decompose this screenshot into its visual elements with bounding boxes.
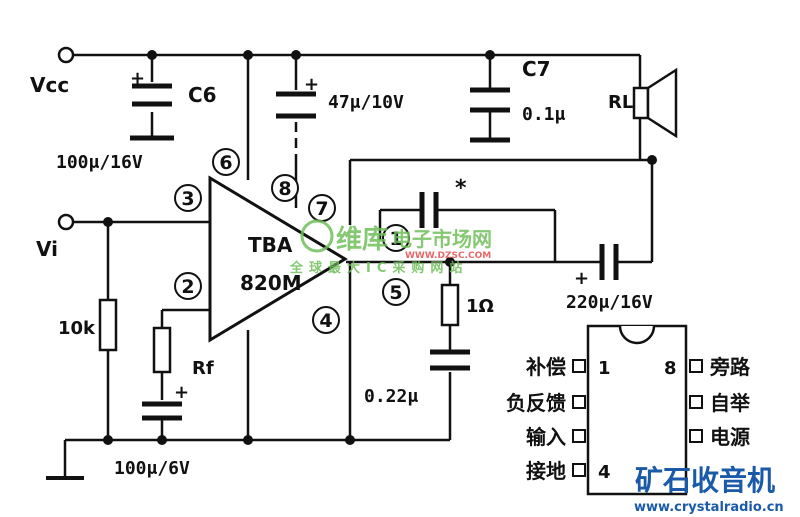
c7-name-label: C7 — [522, 57, 551, 81]
pin-numbers: 3 2 6 8 7 1 5 4 — [181, 152, 402, 332]
r10k-label: 10k — [58, 318, 96, 339]
resistor-rf — [152, 326, 172, 374]
crystalradio-watermark: 矿石收音机 www.crystalradio.cn — [634, 464, 784, 515]
pin-power-label: 电源 — [710, 425, 750, 449]
rf-cap-plus-sign: + — [174, 382, 189, 403]
dzsc-slogan: 全球最大IC采购网站 — [289, 260, 468, 276]
junction-dots — [103, 50, 657, 445]
c022-value-label: 0.22μ — [364, 386, 418, 407]
bootstrap-asterisk: * — [455, 176, 467, 201]
dip-pin1-number: 1 — [598, 358, 611, 379]
cout-value-label: 220μ/16V — [566, 292, 653, 313]
wires — [46, 53, 654, 480]
pin-compensation-label: 补偿 — [525, 355, 566, 379]
radio-url: www.crystalradio.cn — [634, 500, 784, 515]
r1ohm-label: 1Ω — [466, 296, 494, 317]
pin-6-label: 6 — [219, 152, 232, 174]
rf-cap-value-label: 100μ/6V — [114, 458, 190, 479]
pin-input-label: 输入 — [526, 425, 566, 449]
pin-circles — [174, 148, 410, 334]
vcc-terminal — [57, 46, 75, 64]
pin-bypass-label: 旁路 — [709, 355, 751, 379]
dzsc-url: WWW.DZSC.COM — [405, 251, 491, 261]
vi-terminal — [57, 213, 75, 231]
pin-4-label: 4 — [319, 310, 332, 332]
dip-pin4-number: 4 — [598, 462, 611, 483]
pin-1-label: 1 — [389, 228, 402, 250]
pin-8-label: 8 — [278, 178, 291, 200]
resistor-1ohm — [440, 283, 460, 327]
radio-brand: 矿石收音机 — [635, 464, 775, 497]
c47-plus-sign: + — [304, 74, 319, 95]
c47-value-label: 47μ/10V — [328, 92, 404, 113]
components — [130, 83, 619, 421]
pin-3-label: 3 — [181, 188, 194, 210]
pin-ground-label: 接地 — [526, 459, 566, 483]
ic-name-line2: 820M — [240, 271, 302, 295]
dzsc-brand: 维库 — [336, 224, 388, 255]
vi-label: Vi — [36, 237, 58, 261]
dip-pin8-number: 8 — [664, 358, 677, 379]
c7-value-label: 0.1μ — [522, 104, 566, 125]
speaker-icon — [632, 67, 678, 139]
resistors — [98, 283, 460, 374]
dip8-pinout: 1 8 4 补偿 负反馈 输入 接地 旁路 自举 电源 — [506, 324, 751, 496]
dzsc-name: 电子市场网 — [392, 227, 492, 251]
pin-negative-feedback-label: 负反馈 — [506, 391, 566, 415]
pin-bootstrap-label: 自举 — [710, 391, 751, 415]
c6-name-label: C6 — [188, 83, 217, 107]
vcc-label: Vcc — [30, 73, 69, 97]
pin-5-label: 5 — [389, 282, 402, 304]
c6-value-label: 100μ/16V — [56, 152, 143, 173]
pin-7-label: 7 — [315, 198, 328, 220]
terminals — [57, 46, 75, 231]
amplifier-triangle — [208, 175, 348, 343]
resistor-10k — [98, 298, 118, 352]
ic-name-line1: TBA — [248, 233, 293, 257]
c6-plus-sign: + — [130, 68, 145, 89]
pin-2-label: 2 — [181, 276, 194, 298]
cout-plus-sign: + — [574, 268, 589, 289]
dzsc-logo-icon — [300, 219, 334, 253]
rl-label: RL — [608, 92, 633, 113]
rf-label: Rf — [192, 358, 214, 379]
dzsc-watermark: 维库 电子市场网 WWW.DZSC.COM 全球最大IC采购网站 — [289, 219, 492, 276]
